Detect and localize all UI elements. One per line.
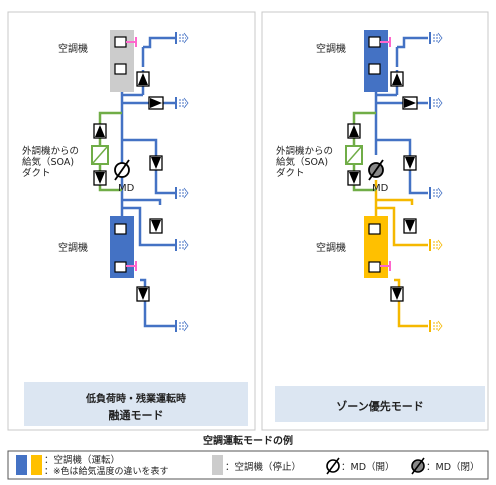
left-caption-line2: 融通モード	[109, 408, 164, 422]
right-ac-unit-bottom	[364, 216, 391, 278]
right-vav-right	[402, 96, 418, 110]
left-soa-label-3: ダクト	[22, 167, 51, 179]
left-vav-soa-bottom	[93, 170, 107, 186]
legend-ac-yellow-swatch	[31, 455, 42, 475]
left-vav-soa-top	[93, 123, 107, 139]
right-panel-frame	[261, 11, 489, 431]
left-vav-bottom	[136, 286, 150, 302]
legend-md-open: ：MD（開）	[341, 461, 395, 473]
left-ac-unit-top	[110, 30, 137, 92]
right-soa-filter	[345, 145, 363, 165]
right-md-damper-closed	[368, 159, 384, 181]
legend-ac-running-1: ：空調機（運転）	[44, 454, 120, 466]
right-vav-bottom	[390, 286, 404, 302]
legend-ac-stopped-swatch	[212, 455, 223, 475]
right-vav-mid	[403, 155, 417, 171]
left-soa-label-2: 給気（SOA)	[22, 156, 74, 168]
right-vav-low	[403, 218, 417, 234]
left-vav-top	[136, 71, 150, 87]
left-caption-box	[24, 382, 248, 426]
right-caption: ゾーン優先モード	[336, 399, 423, 413]
left-md-label: MD	[118, 183, 135, 194]
right-soa-label-1: 外調機からの	[276, 145, 333, 157]
left-ac-unit-bottom	[110, 216, 137, 278]
legend: ：空調機（運転） ：※色は給気温度の違いを表す ：空調機（停止） ：MD（開） …	[7, 450, 489, 480]
right-vav-top	[390, 71, 404, 87]
left-vav-low	[149, 218, 163, 234]
right-soa-label-3: ダクト	[276, 167, 305, 179]
right-vav-soa-bottom	[347, 170, 361, 186]
right-md-label: MD	[372, 183, 389, 194]
left-ac-label-top: 空調機	[58, 42, 88, 55]
legend-ac-blue-swatch	[16, 455, 27, 475]
left-vav-right	[148, 96, 164, 110]
right-ac-label-bottom: 空調機	[316, 241, 346, 254]
left-caption-line1: 低負荷時・残業運転時	[85, 392, 186, 405]
legend-md-closed-icon	[411, 457, 425, 475]
right-ac-unit-top	[364, 30, 391, 92]
left-soa-label-1: 外調機からの	[22, 145, 79, 157]
legend-ac-running-2: ：※色は給気温度の違いを表す	[44, 465, 169, 477]
legend-md-open-icon	[326, 457, 340, 475]
legend-ac-stopped: ：空調機（停止）	[225, 461, 301, 473]
legend-md-closed: ：MD（閉）	[426, 461, 480, 473]
figure-title: 空調運転モードの例	[203, 434, 293, 447]
right-soa-label-2: 給気（SOA)	[276, 156, 328, 168]
left-vav-mid	[149, 155, 163, 171]
left-panel-frame	[7, 11, 256, 431]
right-ac-label-top: 空調機	[316, 42, 346, 55]
left-md-damper-open	[114, 159, 130, 181]
left-ac-label-bottom: 空調機	[58, 241, 88, 254]
left-soa-filter	[91, 145, 109, 165]
right-vav-soa-top	[347, 123, 361, 139]
right-caption-box	[275, 386, 485, 422]
